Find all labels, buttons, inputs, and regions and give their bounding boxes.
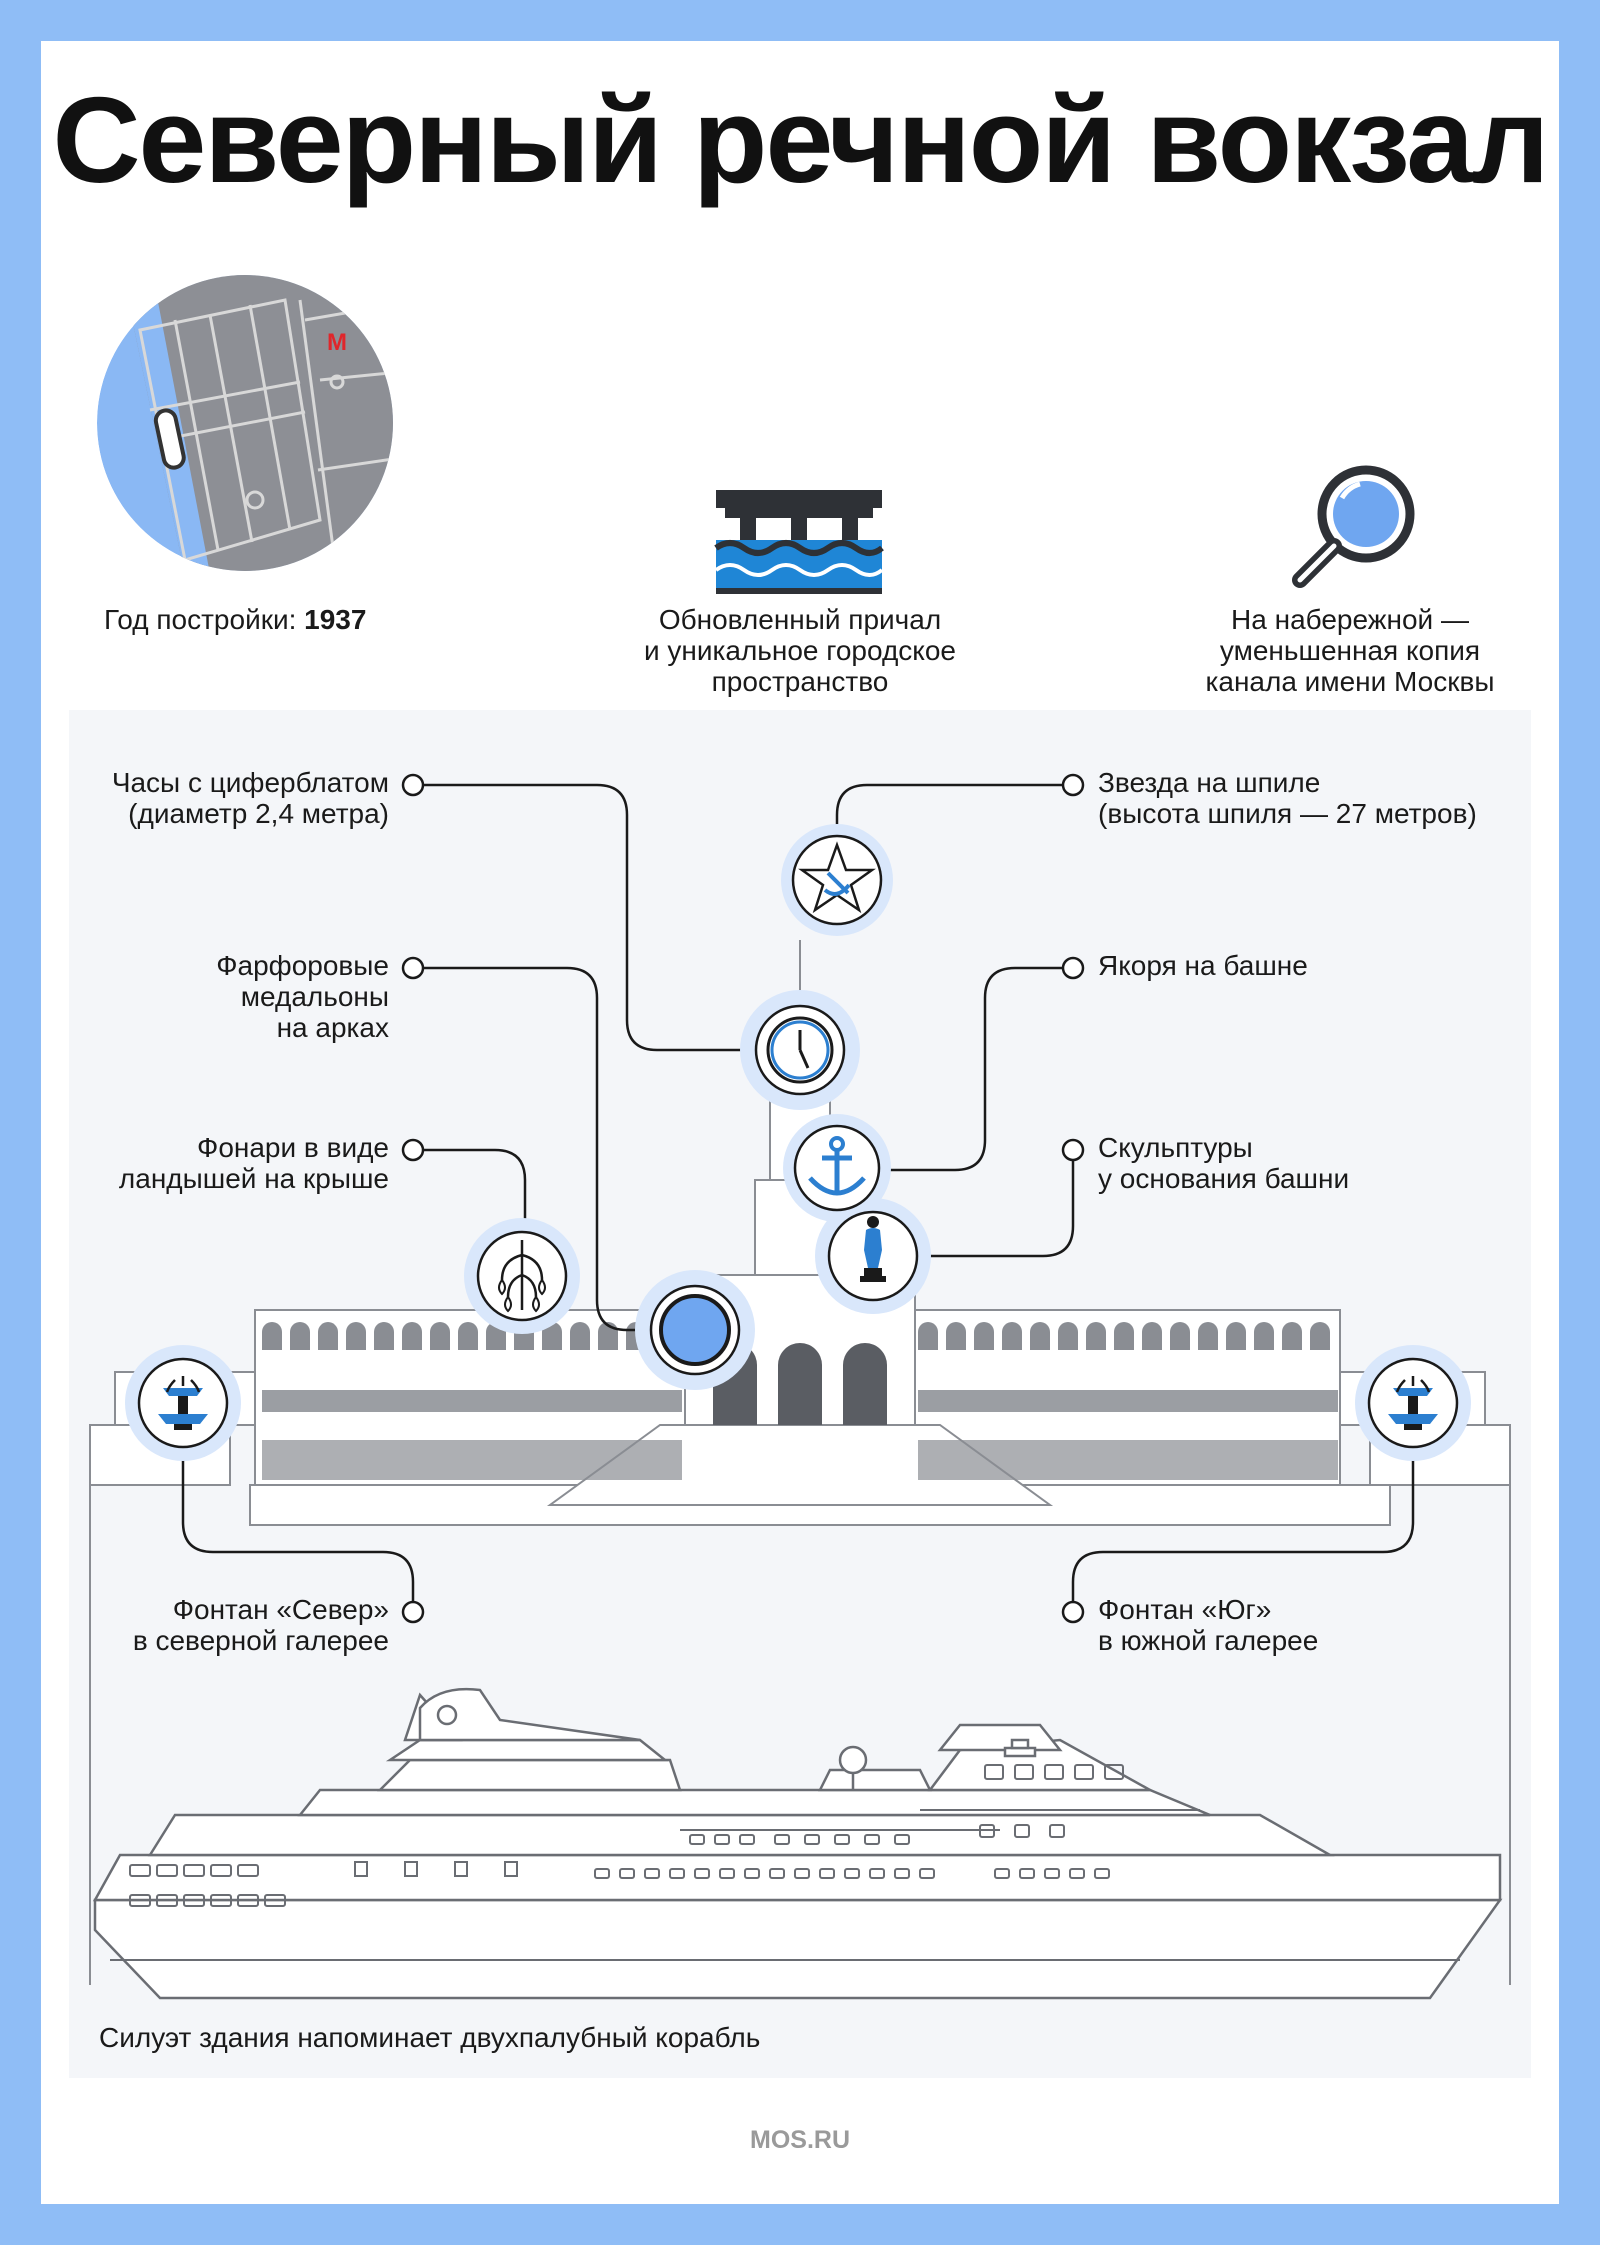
footer-source: MOS.RU [750,2126,850,2154]
building-panel [69,710,1531,2078]
year-built: Год постройки: 1937 [104,604,366,635]
callout-star: Звезда на шпиле (высота шпиля — 27 метро… [1098,767,1477,829]
embankment-description: На набережной — уменьшенная копия канала… [1205,604,1495,697]
year-label: Год постройки: [104,604,305,635]
callout-lamps: Фонари в виде ландышей на крыше [118,1132,389,1194]
callout-anchors: Якоря на башне [1098,950,1308,981]
ship-caption: Силуэт здания напоминает двухпалубный ко… [99,2022,761,2053]
callout-fountain-north: Фонтан «Север» в северной галерее [132,1594,389,1656]
year-value: 1937 [304,604,367,635]
poster-title: Северный речной вокзал [52,72,1549,208]
callout-sculptures: Скульптуры у основания башни [1098,1132,1350,1194]
callout-medallions: Фарфоровые медальоны на арках [216,950,389,1043]
pier-description: Обновленный причал и уникальное городско… [643,604,957,697]
callout-clock: Часы с циферблатом (диаметр 2,4 метра) [111,767,389,829]
callout-fountain-south: Фонтан «Юг» в южной галерее [1098,1594,1319,1656]
